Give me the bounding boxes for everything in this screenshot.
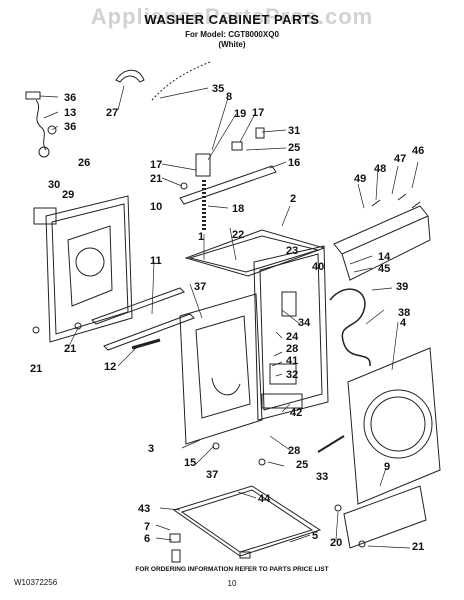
part-27	[115, 69, 145, 83]
callout-11: 11	[150, 255, 162, 267]
callout-21-top: 21	[150, 173, 162, 185]
callout-2: 2	[290, 193, 296, 205]
callout-4: 4	[400, 317, 407, 329]
callout-21-left: 21	[30, 363, 42, 375]
callout-7: 7	[144, 521, 150, 533]
callout-22: 22	[232, 229, 244, 241]
callout-46: 46	[412, 145, 424, 157]
base-frame	[172, 485, 322, 557]
callout-40: 40	[312, 261, 324, 273]
callout-9: 9	[384, 461, 390, 473]
callout-17-left: 17	[150, 159, 162, 171]
callout-12: 12	[104, 361, 116, 373]
callout-35: 35	[212, 83, 224, 95]
page-title: WASHER CABINET PARTS	[144, 12, 320, 27]
callout-23: 23	[286, 245, 298, 257]
rear-panel	[33, 195, 133, 343]
callout-19: 19	[234, 108, 246, 120]
callout-17-top: 17	[252, 107, 264, 119]
callout-36-a: 36	[64, 92, 76, 104]
callout-32: 32	[286, 369, 298, 381]
callout-41: 41	[286, 355, 298, 367]
callout-16: 16	[288, 157, 300, 169]
callout-20: 20	[330, 537, 342, 549]
leveling-feet	[169, 533, 251, 563]
callout-43: 43	[138, 503, 150, 515]
callout-28-mid: 28	[286, 343, 298, 355]
document-number: W10372256	[14, 578, 58, 587]
screws	[32, 182, 366, 548]
ordering-info: FOR ORDERING INFORMATION REFER TO PARTS …	[135, 566, 329, 573]
leader-lines	[39, 85, 419, 549]
callout-39: 39	[396, 281, 408, 293]
part-35	[151, 61, 211, 101]
wire-harness	[329, 288, 371, 367]
callout-10: 10	[150, 201, 162, 213]
front-bezel	[347, 347, 441, 505]
callout-42: 42	[290, 407, 302, 419]
callout-38: 38	[398, 307, 410, 319]
callout-18: 18	[232, 203, 244, 215]
part-callouts: 36 13 36 27 35 8 19 17 31 25 16 17 21 26…	[30, 83, 424, 553]
callout-34: 34	[298, 317, 311, 329]
callout-36-b: 36	[64, 121, 76, 133]
toe-panel	[343, 485, 427, 549]
callout-30: 30	[48, 179, 60, 191]
callout-27: 27	[106, 107, 118, 119]
callout-44: 44	[258, 493, 271, 505]
side-rails	[91, 287, 195, 351]
callout-45: 45	[378, 263, 390, 275]
callout-3: 3	[148, 443, 154, 455]
drain-hose-part	[25, 91, 57, 158]
callout-15: 15	[184, 457, 196, 469]
callout-37-top: 37	[194, 281, 206, 293]
callout-14: 14	[378, 251, 391, 263]
callout-28-bottom: 28	[288, 445, 300, 457]
cabinet-side-panel	[179, 293, 263, 445]
page-number: 10	[227, 579, 237, 588]
cabinet-right-side	[253, 245, 329, 421]
callout-24: 24	[286, 331, 299, 343]
callout-49: 49	[354, 173, 366, 185]
callout-31: 31	[288, 125, 300, 137]
callout-26: 26	[78, 157, 90, 169]
callout-5: 5	[312, 530, 318, 542]
callout-1: 1	[198, 231, 204, 243]
callout-21-mid: 21	[64, 343, 76, 355]
console-bracket	[333, 193, 431, 281]
rear-top-bracket	[179, 127, 277, 230]
callout-37-bottom: 37	[206, 469, 218, 481]
model-subtitle: For Model: CGT8000XQ0	[185, 30, 279, 39]
callout-47: 47	[394, 153, 406, 165]
callout-8: 8	[226, 91, 232, 103]
cabinet-top-frame	[184, 229, 326, 277]
callout-25-top: 25	[288, 142, 300, 154]
callout-29: 29	[62, 189, 74, 201]
callout-25-bottom: 25	[296, 459, 308, 471]
callout-13: 13	[64, 107, 76, 119]
callout-33: 33	[316, 471, 328, 483]
callout-21-bottom: 21	[412, 541, 424, 553]
watermark: AppliancePartsPros.com	[90, 4, 374, 29]
callout-48: 48	[374, 163, 386, 175]
callout-6: 6	[144, 533, 150, 545]
color-subtitle: (White)	[218, 40, 246, 49]
